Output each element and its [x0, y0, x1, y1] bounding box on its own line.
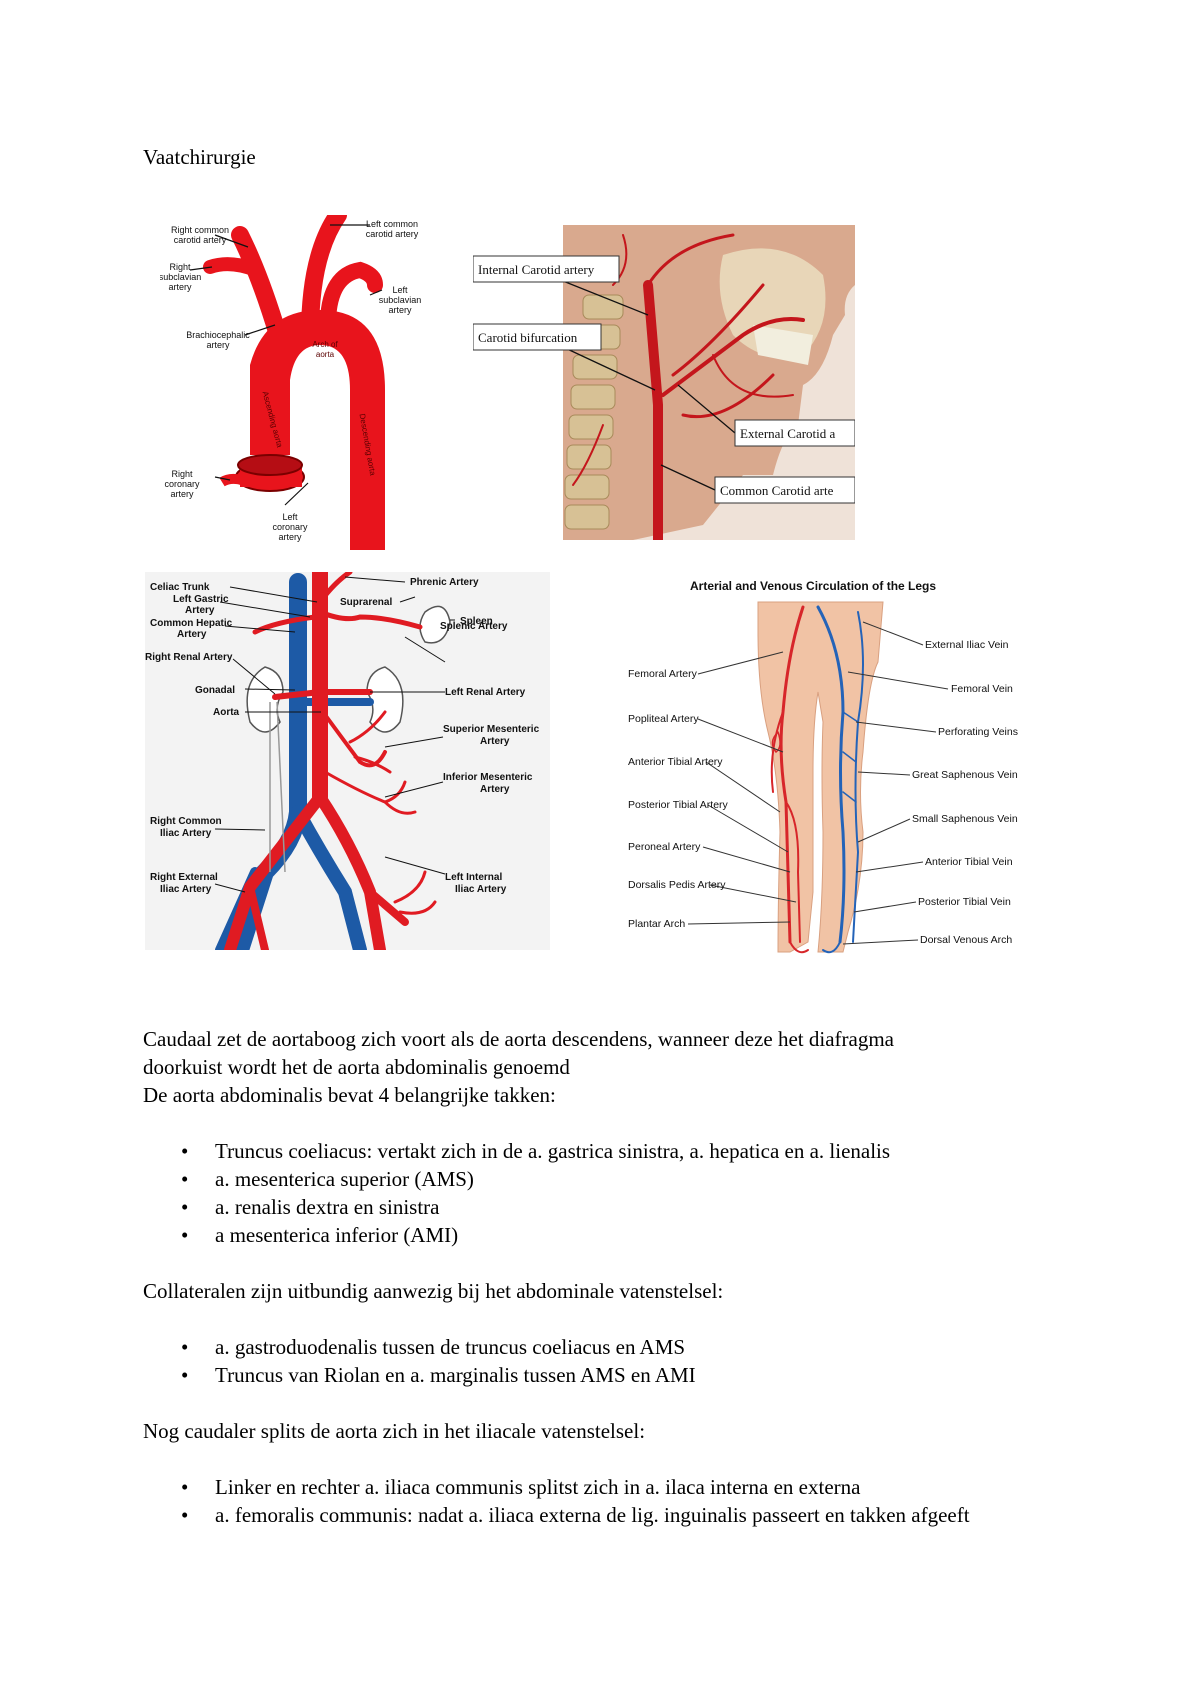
svg-text:Artery: Artery — [480, 784, 510, 795]
label-carotid-bifurcation: Carotid bifurcation — [478, 330, 578, 345]
abdominal-aorta-figure: Phrenic Artery Suprarenal Spleen Celiac … — [145, 572, 550, 950]
iliac-heading: Nog caudaler splits de aorta zich in het… — [143, 1419, 646, 1443]
label-external-carotid: External Carotid a — [740, 426, 836, 441]
svg-text:Artery: Artery — [480, 736, 510, 747]
branches-list: Truncus coeliacus: vertakt zich in de a.… — [143, 1137, 1063, 1249]
svg-text:subclavian: subclavian — [160, 272, 201, 282]
label-suprarenal: Suprarenal — [340, 597, 392, 608]
label-right-renal: Right Renal Artery — [145, 652, 233, 663]
body-text: Caudaal zet de aortaboog zich voort als … — [143, 1025, 1063, 1529]
svg-text:carotid artery: carotid artery — [174, 235, 227, 245]
label-common-hepatic: Common Hepatic — [150, 618, 233, 629]
list-item: a. gastroduodenalis tussen de truncus co… — [143, 1333, 1063, 1361]
label-left-internal-iliac: Left Internal — [445, 872, 502, 883]
label-arch: Arch of — [312, 340, 338, 349]
label-posterior-tibial-artery: Posterior Tibial Artery — [628, 799, 729, 811]
label-left-coronary: Left — [282, 512, 298, 522]
svg-text:Iliac Artery: Iliac Artery — [455, 884, 507, 895]
label-common-carotid: Common Carotid arte — [720, 483, 834, 498]
label-internal-carotid: Internal Carotid artery — [478, 262, 595, 277]
label-left-gastric: Left Gastric — [173, 594, 229, 605]
intro-line: De aorta abdominalis bevat 4 belangrijke… — [143, 1083, 556, 1107]
label-superior-mesenteric: Superior Mesenteric — [443, 724, 540, 735]
svg-text:Artery: Artery — [185, 605, 215, 616]
label-phrenic: Phrenic Artery — [410, 577, 479, 588]
label-celiac-trunk: Celiac Trunk — [150, 582, 210, 593]
label-spleen: Spleen — [460, 616, 493, 627]
label-plantar-arch: Plantar Arch — [628, 918, 685, 930]
collaterals-heading: Collateralen zijn uitbundig aanwezig bij… — [143, 1279, 724, 1303]
label-splenic: Splenic Artery — [440, 621, 508, 632]
aortic-arch-figure: Right common carotid artery Left common … — [160, 215, 432, 555]
svg-text:coronary: coronary — [164, 479, 200, 489]
svg-text:artery: artery — [170, 489, 194, 499]
svg-text:artery: artery — [168, 282, 192, 292]
label-right-external-iliac: Right External — [150, 872, 218, 883]
label-external-iliac-vein: External Iliac Vein — [925, 639, 1009, 651]
label-inferior-mesenteric: Inferior Mesenteric — [443, 772, 533, 783]
label-great-saphenous-vein: Great Saphenous Vein — [912, 769, 1018, 781]
label-left-renal: Left Renal Artery — [445, 687, 526, 698]
svg-text:artery: artery — [388, 305, 412, 315]
label-femoral-artery: Femoral Artery — [628, 668, 698, 680]
label-left-subclavian: Left — [392, 285, 408, 295]
list-item: Truncus van Riolan en a. marginalis tuss… — [143, 1361, 1063, 1389]
label-anterior-tibial-vein: Anterior Tibial Vein — [925, 856, 1013, 868]
label-popliteal-artery: Popliteal Artery — [628, 713, 699, 725]
label-posterior-tibial-vein: Posterior Tibial Vein — [918, 896, 1011, 908]
label-right-coronary: Right — [171, 469, 193, 479]
list-item: Linker en rechter a. iliaca communis spl… — [143, 1473, 1063, 1501]
svg-text:subclavian: subclavian — [379, 295, 422, 305]
iliac-list: Linker en rechter a. iliaca communis spl… — [143, 1473, 1063, 1529]
label-right-subclavian: Right — [169, 262, 191, 272]
legs-figure-title: Arterial and Venous Circulation of the L… — [690, 579, 936, 593]
label-brachiocephalic: Brachiocephalic — [186, 330, 250, 340]
svg-text:Iliac Artery: Iliac Artery — [160, 884, 212, 895]
label-femoral-vein: Femoral Vein — [951, 683, 1013, 695]
svg-text:coronary: coronary — [272, 522, 308, 532]
legs-circulation-figure: Arterial and Venous Circulation of the L… — [618, 572, 1038, 962]
label-dorsalis-pedis-artery: Dorsalis Pedis Artery — [628, 879, 726, 891]
list-item: a mesenterica inferior (AMI) — [143, 1221, 1063, 1249]
page-title: Vaatchirurgie — [143, 145, 256, 169]
collaterals-list: a. gastroduodenalis tussen de truncus co… — [143, 1333, 1063, 1389]
list-item: a. renalis dextra en sinistra — [143, 1193, 1063, 1221]
label-dorsal-venous-arch: Dorsal Venous Arch — [920, 934, 1012, 946]
label-perforating-veins: Perforating Veins — [938, 726, 1018, 738]
label-small-saphenous-vein: Small Saphenous Vein — [912, 813, 1018, 825]
intro-line: Caudaal zet de aortaboog zich voort als … — [143, 1027, 894, 1051]
label-right-common-carotid: Right common — [171, 225, 229, 235]
intro-line: doorkuist wordt het de aorta abdominalis… — [143, 1055, 570, 1079]
list-item: a. mesenterica superior (AMS) — [143, 1165, 1063, 1193]
svg-text:Iliac Artery: Iliac Artery — [160, 828, 212, 839]
label-right-common-iliac: Right Common — [150, 816, 222, 827]
label-gonadal: Gonadal — [195, 685, 235, 696]
list-item: a. femoralis communis: nadat a. iliaca e… — [143, 1501, 1063, 1529]
carotid-figure: Internal Carotid artery Carotid bifurcat… — [473, 225, 855, 540]
label-peroneal-artery: Peroneal Artery — [628, 841, 701, 853]
svg-text:carotid artery: carotid artery — [366, 229, 419, 239]
svg-text:aorta: aorta — [316, 350, 335, 359]
list-item: Truncus coeliacus: vertakt zich in de a.… — [143, 1137, 1063, 1165]
svg-text:artery: artery — [206, 340, 230, 350]
label-aorta: Aorta — [213, 707, 240, 718]
svg-text:Artery: Artery — [177, 629, 207, 640]
label-anterior-tibial-artery: Anterior Tibial Artery — [628, 756, 723, 768]
svg-text:artery: artery — [278, 532, 302, 542]
label-left-common-carotid: Left common — [366, 219, 418, 229]
